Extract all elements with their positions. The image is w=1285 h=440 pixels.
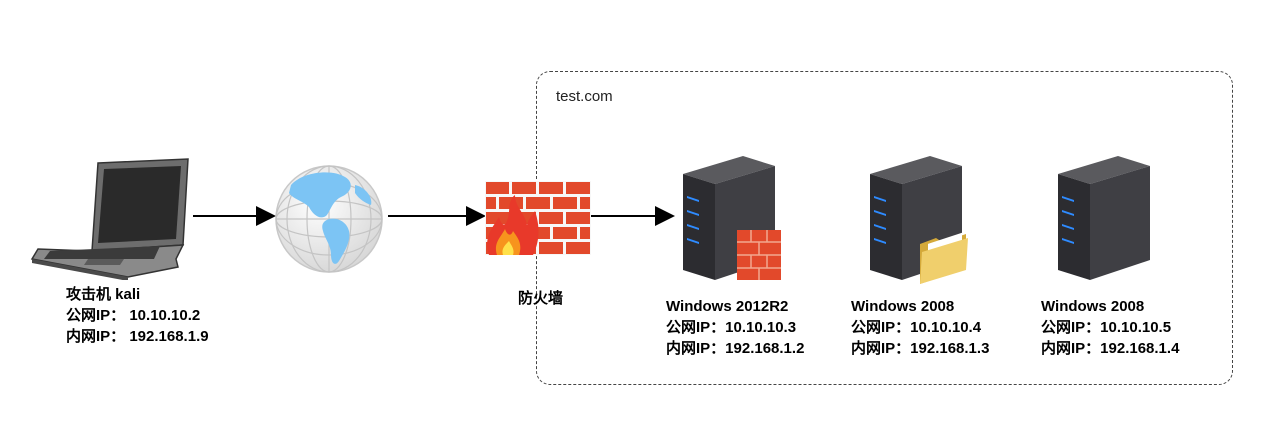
server-label: Windows 2008 公网IP：10.10.10.4 内网IP：192.16…	[851, 296, 989, 359]
attacker-label: 攻击机 kali 公网IP： 10.10.10.2 内网IP： 192.168.…	[66, 284, 209, 347]
server-title: Windows 2008	[851, 298, 955, 315]
firewall-icon	[485, 181, 591, 255]
laptop-icon	[30, 158, 189, 280]
server-public-ip: 公网IP：10.10.10.3	[666, 319, 797, 336]
attacker-private-ip: 内网IP： 192.168.1.9	[66, 328, 209, 345]
mini-firewall-icon	[737, 230, 781, 280]
server-title: Windows 2008	[1041, 298, 1145, 315]
server-label: Windows 2008 公网IP：10.10.10.5 内网IP：192.16…	[1041, 296, 1179, 359]
server-public-ip: 公网IP：10.10.10.5	[1041, 319, 1172, 336]
folder-icon	[920, 232, 968, 284]
server-label: Windows 2012R2 公网IP：10.10.10.3 内网IP：192.…	[666, 296, 804, 359]
server-title: Windows 2012R2	[666, 298, 789, 315]
domain-label: test.com	[556, 88, 613, 105]
attacker-public-ip: 公网IP： 10.10.10.2	[66, 307, 201, 324]
firewall-label: 防火墙	[518, 290, 564, 307]
server-public-ip: 公网IP：10.10.10.4	[851, 319, 982, 336]
server-icon	[1058, 156, 1150, 280]
server-icon	[683, 156, 781, 280]
server-private-ip: 内网IP：192.168.1.2	[666, 340, 805, 357]
internet-globe-icon	[275, 165, 383, 273]
attacker-title: 攻击机 kali	[66, 286, 141, 303]
server-private-ip: 内网IP：192.168.1.4	[1041, 340, 1180, 357]
server-private-ip: 内网IP：192.168.1.3	[851, 340, 990, 357]
server-icon	[870, 156, 968, 284]
